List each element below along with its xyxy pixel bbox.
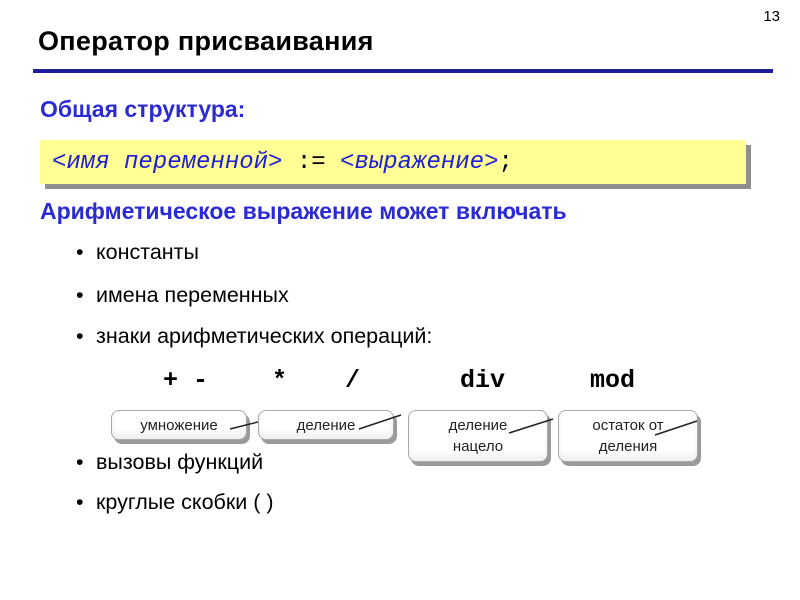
title-divider xyxy=(33,69,773,73)
bullet-marker: • xyxy=(76,240,84,264)
callout-divide-label: деление xyxy=(296,416,356,434)
bullet-marker: • xyxy=(76,324,84,348)
page-title: Оператор присваивания xyxy=(38,26,374,56)
callout-multiply: умножение xyxy=(111,410,271,440)
callout-intdiv-line2: нацело xyxy=(452,438,504,455)
page-number: 13 xyxy=(763,8,780,25)
list-item: • круглые скобки ( ) xyxy=(76,490,274,515)
list-item: • имена переменных xyxy=(76,283,289,308)
bullet-marker: • xyxy=(76,450,84,474)
list-item-text: круглые скобки ( ) xyxy=(96,490,274,514)
syntax-expression: <выражение> xyxy=(340,148,499,176)
callout-remainder: остаток от деления xyxy=(558,410,698,462)
callout-mod-line1: остаток от xyxy=(592,417,664,434)
list-item: • константы xyxy=(76,240,199,265)
syntax-assign-operator: := xyxy=(282,148,341,176)
syntax-box: <имя переменной> := <выражение>; xyxy=(40,140,746,184)
operator-multiply: * xyxy=(272,366,288,395)
callout-integer-division: деление нацело xyxy=(408,410,554,462)
callout-intdiv-line1: деление xyxy=(448,417,508,434)
operator-divide: / xyxy=(345,366,361,395)
operator-plus-minus: + - xyxy=(163,366,209,395)
list-item: • знаки арифметических операций: xyxy=(76,324,432,349)
section-heading: Общая структура: xyxy=(40,96,246,122)
callout-multiply-label: умножение xyxy=(140,416,218,434)
syntax-variable: <имя переменной> xyxy=(52,148,283,176)
callout-divide: деление xyxy=(258,410,402,440)
operator-mod: mod xyxy=(590,366,636,395)
arith-heading: Арифметическое выражение может включать xyxy=(40,198,567,224)
operator-div: div xyxy=(460,366,506,395)
list-item-text: вызовы функций xyxy=(96,450,264,474)
callout-mod-line2: деления xyxy=(598,438,658,455)
list-item-text: имена переменных xyxy=(96,283,289,307)
bullet-marker: • xyxy=(76,490,84,514)
list-item: • вызовы функций xyxy=(76,450,263,475)
list-item-text: константы xyxy=(96,240,199,264)
bullet-marker: • xyxy=(76,283,84,307)
syntax-semicolon: ; xyxy=(498,148,513,176)
list-item-text: знаки арифметических операций: xyxy=(96,324,433,348)
